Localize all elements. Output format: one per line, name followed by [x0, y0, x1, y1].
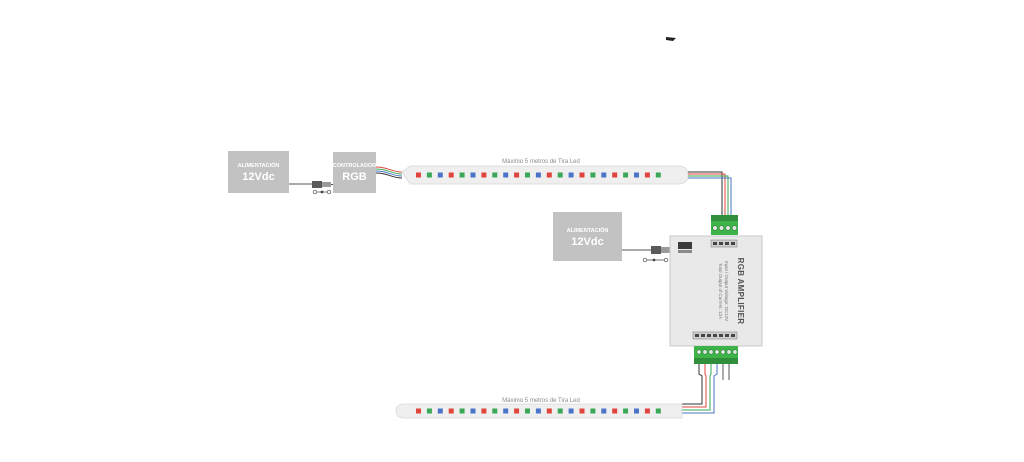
amplifier-title: RGB AMPLIFIER: [736, 258, 745, 325]
led-row-bottom: [416, 408, 661, 414]
led-chip: [492, 408, 498, 414]
led-chip: [481, 172, 487, 178]
led-chip: [470, 172, 476, 178]
amplifier-spec-2: Total Output of Current: 12A: [718, 263, 723, 319]
led-chip: [514, 172, 520, 178]
led-strip-bottom: Máximo 5 metros de Tira Led: [395, 398, 683, 419]
led-chip: [579, 172, 585, 178]
led-chip: [644, 408, 650, 414]
led-chip: [579, 408, 585, 414]
led-chip: [623, 408, 629, 414]
stray-mark: [666, 37, 676, 41]
dc-connector-2: [622, 246, 670, 254]
led-chip: [481, 408, 487, 414]
controller-type: RGB: [342, 171, 367, 183]
wires-amplifier-to-strip: [682, 364, 730, 414]
led-chip: [437, 408, 443, 414]
dc-connector-1: [289, 181, 333, 188]
led-chip: [492, 172, 498, 178]
led-chip: [655, 408, 661, 414]
led-chip: [623, 172, 629, 178]
led-chip: [644, 172, 650, 178]
led-chip: [557, 408, 563, 414]
led-row-top: [416, 172, 661, 178]
output-terminal-block: [694, 346, 738, 364]
led-chip: [601, 172, 607, 178]
led-chip: [448, 408, 454, 414]
led-strip-bottom-label: Máximo 5 metros de Tira Led: [502, 398, 580, 404]
controller: CONTROLADOR RGB: [333, 152, 376, 193]
polarity-symbol-1: [312, 189, 332, 195]
led-chip: [525, 172, 530, 178]
input-terminal-block: [711, 215, 738, 235]
led-chip: [546, 408, 552, 414]
power-supply-2-voltage: 12Vdc: [571, 236, 603, 248]
led-chip: [557, 172, 563, 178]
led-chip: [590, 408, 596, 414]
input-terminal-marks: [713, 242, 735, 245]
power-supply-1-title: ALIMENTACIÓN: [238, 161, 280, 169]
power-supply-1-voltage: 12Vdc: [242, 171, 274, 183]
led-chip: [612, 172, 618, 178]
led-chip: [437, 172, 443, 178]
led-chip: [601, 408, 607, 414]
power-supply-2-title: ALIMENTACIÓN: [567, 226, 609, 234]
led-chip: [568, 172, 574, 178]
led-chip: [503, 172, 509, 178]
led-strip-top-label: Máximo 5 metros de Tira Led: [502, 159, 580, 165]
led-chip: [416, 408, 421, 414]
amplifier-spec-1: Input / Output Voltage: DC12V: [724, 261, 729, 322]
led-chip: [634, 172, 639, 178]
led-chip: [535, 408, 541, 414]
led-chip: [546, 172, 552, 178]
led-chip: [612, 408, 618, 414]
controller-title: CONTROLADOR: [333, 163, 376, 169]
led-chip: [470, 408, 476, 414]
led-chip: [448, 172, 454, 178]
led-chip: [459, 172, 465, 178]
led-chip: [535, 172, 541, 178]
power-supply-2: ALIMENTACIÓN 12Vdc: [553, 212, 622, 261]
led-chip: [426, 408, 432, 414]
wires-strip-to-amplifier: [688, 171, 732, 215]
led-chip: [655, 172, 661, 178]
led-chip: [590, 172, 596, 178]
led-chip: [514, 408, 520, 414]
wires-controller-to-strip: [375, 166, 403, 179]
led-chip: [634, 408, 639, 414]
led-chip: [426, 172, 432, 178]
led-chip: [459, 408, 465, 414]
led-chip: [416, 172, 421, 178]
power-supply-1: ALIMENTACIÓN 12Vdc: [228, 151, 289, 193]
led-strip-top: Máximo 5 metros de Tira Led: [401, 159, 689, 185]
rgb-amplifier: RGB AMPLIFIER Input / Output Voltage: DC…: [669, 235, 763, 347]
led-chip: [503, 408, 509, 414]
led-chip: [568, 408, 574, 414]
polarity-symbol-2: [642, 257, 669, 263]
output-terminal-marks: [695, 334, 735, 337]
led-chip: [525, 408, 530, 414]
